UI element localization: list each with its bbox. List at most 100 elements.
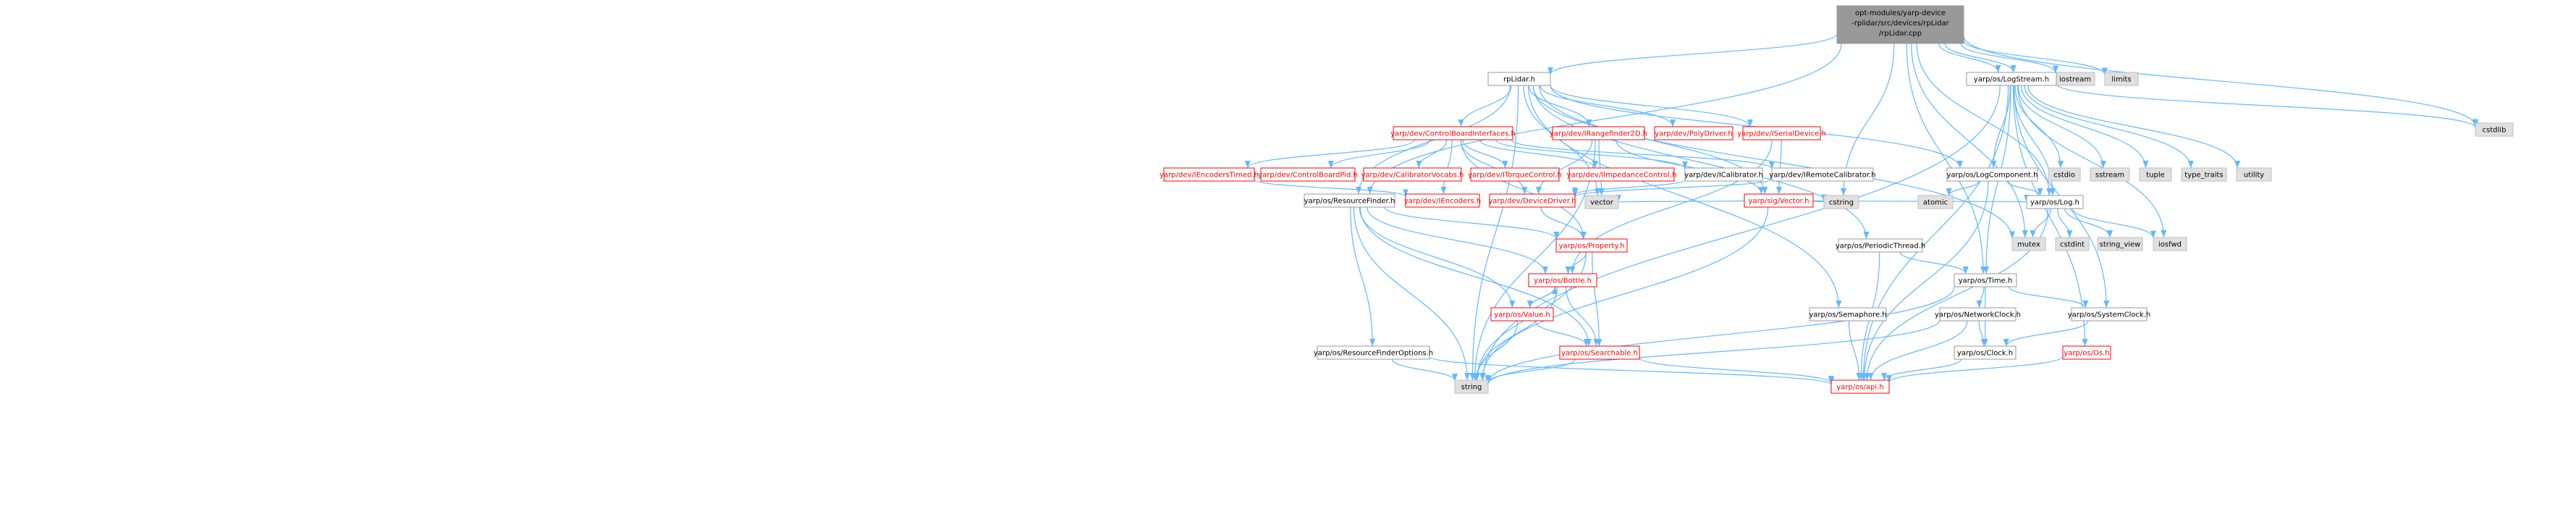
edge-CBI-to-IRemCal — [1511, 139, 1775, 169]
edge-RFOptions-to-api — [1429, 356, 1834, 385]
node-box — [1304, 193, 1395, 208]
node-box — [1809, 307, 1887, 322]
node-box — [1836, 5, 1964, 44]
node-limits[interactable]: limits — [2104, 72, 2139, 86]
node-Time[interactable]: yarp/os/Time.h — [1954, 273, 2017, 287]
node-iostream[interactable]: iostream — [2055, 72, 2095, 86]
node-tuple[interactable]: tuple — [2139, 167, 2172, 182]
node-vector[interactable]: vector — [1584, 195, 1619, 209]
node-Searchable[interactable]: yarp/os/Searchable.h — [1559, 345, 1640, 360]
node-EncTimed[interactable]: yarp/dev/IEncodersTimed.h — [1160, 167, 1259, 182]
node-label: cstring — [1829, 199, 1854, 207]
node-label: tuple — [2146, 172, 2165, 180]
edge-root-to-LogStream — [1938, 43, 2001, 73]
node-atomic[interactable]: atomic — [1917, 195, 1954, 209]
edge-LogStream-to-tuple — [2020, 85, 2149, 169]
edge-layer — [1244, 33, 2478, 385]
node-string[interactable]: string — [1454, 379, 1489, 394]
node-label: yarp/os/Searchable.h — [1561, 350, 1638, 358]
node-Value[interactable]: yarp/os/Value.h — [1490, 307, 1554, 322]
node-box — [1528, 273, 1597, 287]
node-Vector[interactable]: yarp/sig/Vector.h — [1744, 193, 1814, 208]
node-label: yarp/os/Clock.h — [1957, 350, 2013, 358]
edge-ResFinder-to-string — [1353, 206, 1471, 381]
node-IImped[interactable]: yarp/dev/IImpedanceControl.h — [1567, 167, 1677, 182]
node-box — [1552, 126, 1645, 140]
node-cstdlib[interactable]: cstdlib — [2475, 122, 2514, 137]
edge-LogComp-to-api — [1861, 180, 1989, 381]
node-rpLidar_h[interactable]: rpLidar.h — [1487, 72, 1551, 86]
node-IRemCal[interactable]: yarp/dev/IRemoteCalibrator.h — [1769, 167, 1876, 182]
edge-LogComp-to-Log — [2006, 180, 2043, 196]
node-mutex[interactable]: mutex — [2011, 237, 2046, 251]
edge-DevDriver-to-Property — [1540, 206, 1587, 240]
edge-root-to-cstdlib — [1963, 35, 2478, 127]
node-label: yarp/dev/PolyDriver.h — [1655, 130, 1733, 138]
node-DevDriver[interactable]: yarp/dev/DeviceDriver.h — [1488, 193, 1576, 208]
edge-CBI-to-ICalib — [1495, 139, 1688, 169]
node-Os[interactable]: yarp/os/Os.h — [2062, 345, 2111, 360]
node-ITorque[interactable]: yarp/dev/ITorqueControl.h — [1468, 167, 1562, 182]
node-CalVocabs[interactable]: yarp/dev/CalibratorVocabs.h — [1361, 167, 1464, 182]
node-cstdint[interactable]: cstdint — [2055, 237, 2090, 251]
node-PerThread[interactable]: yarp/os/PeriodicThread.h — [1836, 238, 1926, 253]
edge-rpLidar_h-to-ISerial — [1550, 85, 1753, 127]
node-label: yarp/os/LogComponent.h — [1946, 172, 2037, 180]
node-Log[interactable]: yarp/os/Log.h — [2026, 195, 2084, 209]
node-PolyDriver[interactable]: yarp/dev/PolyDriver.h — [1654, 126, 1733, 140]
edge-LogStream-to-iosfwd — [2017, 85, 2167, 238]
node-string_view[interactable]: string_view — [2097, 237, 2143, 251]
edge-CBI-to-Property — [1461, 139, 1587, 240]
node-utility[interactable]: utility — [2236, 167, 2272, 182]
edge-Searchable-to-string — [1485, 358, 1576, 383]
node-LogStream[interactable]: yarp/os/LogStream.h — [1966, 72, 2057, 86]
node-sstream[interactable]: sstream — [2090, 167, 2130, 182]
node-CBPid[interactable]: yarp/dev/ControlBoardPid.h — [1258, 167, 1358, 182]
node-RFOptions[interactable]: yarp/os/ResourceFinderOptions.h — [1314, 345, 1433, 360]
edge-CBI-to-IEncoders — [1440, 139, 1453, 195]
node-box — [2048, 167, 2081, 182]
node-ICalib[interactable]: yarp/dev/ICalibrator.h — [1684, 167, 1763, 182]
node-layer: opt-modules/yarp-device-rplidar/src/devi… — [1160, 5, 2514, 394]
node-box — [2026, 195, 2084, 209]
edge-Vector-to-string — [1479, 206, 1769, 381]
node-Bottle[interactable]: yarp/os/Bottle.h — [1528, 273, 1597, 287]
edge-IRange-to-DevDriver — [1535, 139, 1593, 195]
node-label: yarp/dev/DeviceDriver.h — [1488, 198, 1576, 206]
edge-ResFinder-to-Searchable — [1359, 206, 1592, 347]
node-label: yarp/dev/IEncoders.h — [1404, 198, 1481, 206]
edge-rpLidar_h-to-mutex — [1539, 85, 2015, 239]
node-cstring[interactable]: cstring — [1823, 195, 1859, 209]
node-Clock[interactable]: yarp/os/Clock.h — [1954, 345, 2017, 360]
node-api[interactable]: yarp/os/api.h — [1830, 379, 1890, 394]
node-CBI[interactable]: yarp/dev/ControlBoardInterfaces.h — [1390, 126, 1516, 140]
node-type_traits[interactable]: type_traits — [2181, 167, 2227, 182]
node-ISerial[interactable]: yarp/dev/ISerialDevice.h — [1737, 126, 1826, 140]
edge-PerThread-to-Time — [1899, 251, 1969, 274]
node-box — [2475, 122, 2514, 137]
node-LogComp[interactable]: yarp/os/LogComponent.h — [1946, 167, 2038, 182]
node-cstdio[interactable]: cstdio — [2048, 167, 2081, 182]
node-box — [1487, 72, 1551, 86]
node-iosfwd[interactable]: iosfwd — [2153, 237, 2187, 251]
node-ResFinder[interactable]: yarp/os/ResourceFinder.h — [1304, 193, 1395, 208]
edge-RFOptions-to-string — [1391, 358, 1458, 382]
node-label: utility — [2244, 172, 2265, 180]
node-SysClock[interactable]: yarp/os/SystemClock.h — [2068, 307, 2151, 322]
node-Semaphore[interactable]: yarp/os/Semaphore.h — [1809, 307, 1887, 322]
node-box — [1742, 126, 1821, 140]
node-label: yarp/dev/IEncodersTimed.h — [1160, 172, 1259, 180]
node-label: type_traits — [2184, 172, 2223, 180]
node-root[interactable]: opt-modules/yarp-device-rplidar/src/devi… — [1836, 5, 1964, 44]
node-box — [1555, 238, 1628, 253]
node-label: rpLidar.h — [1503, 76, 1535, 84]
node-IEncoders[interactable]: yarp/dev/IEncoders.h — [1404, 193, 1481, 208]
node-IRange[interactable]: yarp/dev/IRangefinder2D.h — [1550, 126, 1647, 140]
edge-LogStream-to-sstream — [2017, 85, 2106, 169]
edge-CBI-to-DevDriver — [1460, 139, 1528, 195]
edge-Clock-to-api — [1881, 358, 1962, 381]
node-label: yarp/os/SystemClock.h — [2068, 311, 2151, 319]
node-label: sstream — [2095, 172, 2124, 180]
node-NetClock[interactable]: yarp/os/NetworkClock.h — [1935, 307, 2021, 322]
node-Property[interactable]: yarp/os/Property.h — [1555, 238, 1628, 253]
